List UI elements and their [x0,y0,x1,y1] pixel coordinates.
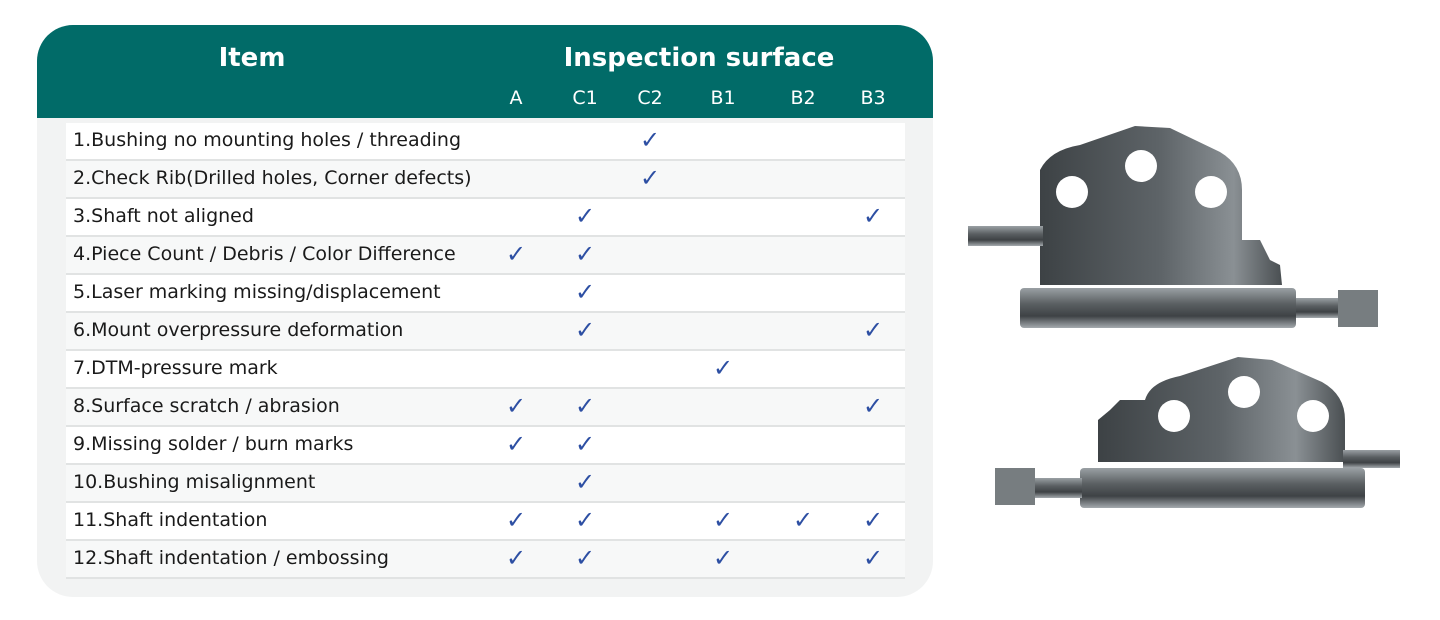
check-icon-c2: ✓ [639,126,661,154]
table-row: 2.Check Rib(Drilled holes, Corner defect… [66,161,905,199]
check-icon-b3: ✓ [862,202,884,230]
table-row: 11.Shaft indentation ✓ ✓ ✓ ✓ ✓ [66,503,905,541]
table-row: 3.Shaft not aligned ✓ ✓ [66,199,905,237]
table-row: 4.Piece Count / Debris / Color Differenc… [66,237,905,275]
row-label: 5.Laser marking missing/displacement [73,281,441,303]
row-label: 2.Check Rib(Drilled holes, Corner defect… [73,167,472,189]
check-icon-b1: ✓ [712,354,734,382]
check-icon-b1: ✓ [712,544,734,572]
column-header-c2: C2 [637,87,663,109]
check-icon-c1: ✓ [574,430,596,458]
row-label: 1.Bushing no mounting holes / threading [73,129,462,151]
check-icon-c1: ✓ [574,316,596,344]
table-header: Item Inspection surface A C1 C2 B1 B2 B3 [37,25,933,118]
row-label: 3.Shaft not aligned [73,205,254,227]
check-icon-c1: ✓ [574,544,596,572]
table-row: 8.Surface scratch / abrasion ✓ ✓ ✓ [66,389,905,427]
check-icon-c1: ✓ [574,506,596,534]
check-icon-c1: ✓ [574,468,596,496]
check-icon-a: ✓ [505,430,527,458]
item-header: Item [218,43,286,73]
table-row: 1.Bushing no mounting holes / threading ✓ [66,123,905,161]
table-row: 5.Laser marking missing/displacement ✓ [66,275,905,313]
table-row: 12.Shaft indentation / embossing ✓ ✓ ✓ ✓ [66,541,905,579]
check-icon-c1: ✓ [574,202,596,230]
check-icon-a: ✓ [505,544,527,572]
check-icon-a: ✓ [505,506,527,534]
check-icon-c1: ✓ [574,240,596,268]
table-row: 7.DTM-pressure mark ✓ [66,351,905,389]
check-icon-c1: ✓ [574,392,596,420]
check-icon-c1: ✓ [574,278,596,306]
row-label: 10.Bushing misalignment [73,471,316,493]
column-header-b2: B2 [790,87,816,109]
product-top [968,126,1378,328]
column-header-a: A [509,87,523,109]
product-illustrations [968,126,1400,508]
table-row: 10.Bushing misalignment ✓ [66,465,905,503]
column-header-b1: B1 [710,87,736,109]
inspection-surface-header: Inspection surface [563,43,835,73]
check-icon-a: ✓ [505,240,527,268]
check-icon-c2: ✓ [639,164,661,192]
check-icon-b3: ✓ [862,506,884,534]
row-label: 12.Shaft indentation / embossing [73,547,389,569]
check-icon-a: ✓ [505,392,527,420]
product-bottom [995,357,1400,508]
table-body: 1.Bushing no mounting holes / threading ✓… [66,123,905,579]
check-icon-b3: ✓ [862,544,884,572]
row-label: 11.Shaft indentation [73,509,268,531]
check-icon-b2: ✓ [792,506,814,534]
row-label: 6.Mount overpressure deformation [73,319,404,341]
check-icon-b3: ✓ [862,392,884,420]
row-label: 9.Missing solder / burn marks [73,433,354,455]
check-icon-b3: ✓ [862,316,884,344]
check-icon-b1: ✓ [712,506,734,534]
row-label: 8.Surface scratch / abrasion [73,395,340,417]
column-header-b3: B3 [860,87,886,109]
table-row: 9.Missing solder / burn marks ✓ ✓ [66,427,905,465]
table-row: 6.Mount overpressure deformation ✓ ✓ [66,313,905,351]
inspection-table: Item Inspection surface A C1 C2 B1 B2 B3… [37,25,933,597]
row-label: 7.DTM-pressure mark [73,357,278,379]
row-label: 4.Piece Count / Debris / Color Differenc… [73,243,456,265]
column-header-c1: C1 [572,87,598,109]
